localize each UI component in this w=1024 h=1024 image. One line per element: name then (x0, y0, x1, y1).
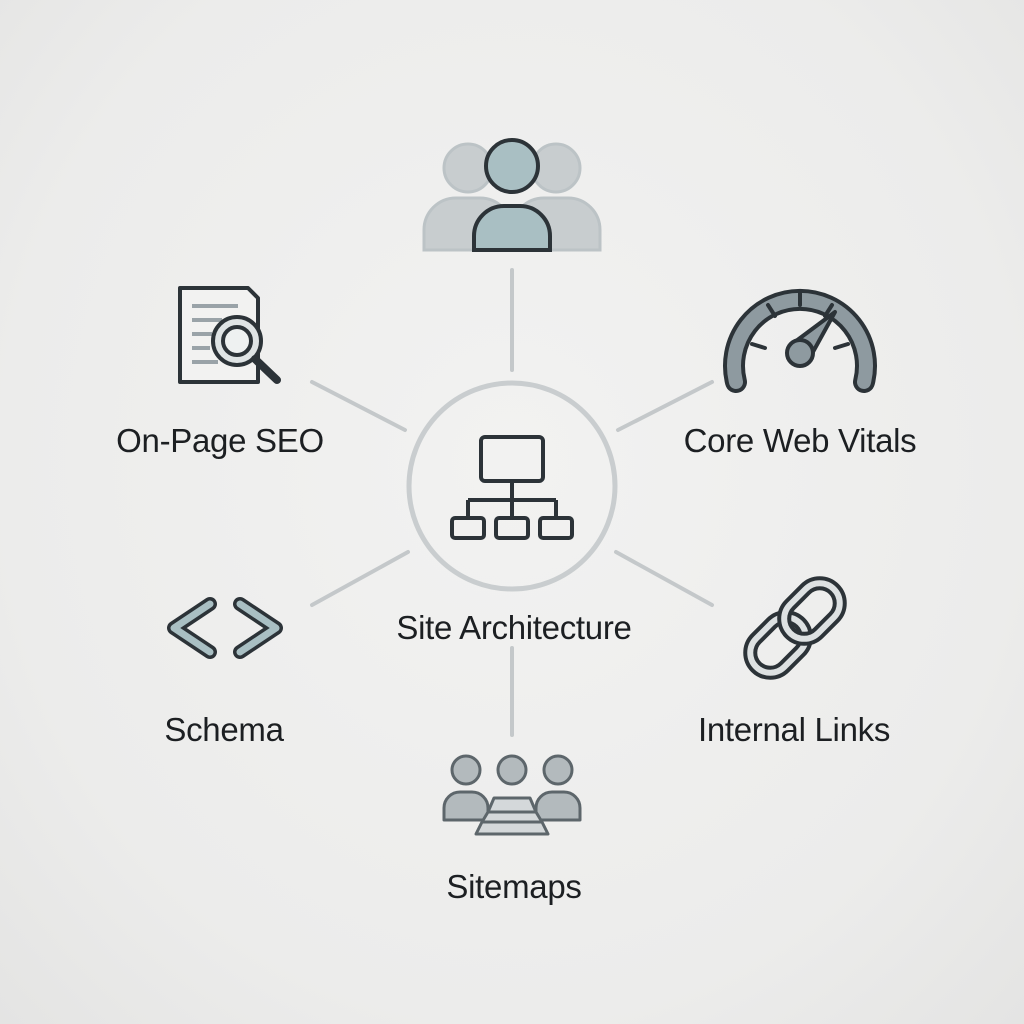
center-ring (406, 380, 618, 592)
connector-bottom-right (614, 550, 714, 607)
speedometer-icon (723, 288, 877, 393)
user-group-center-figure (472, 138, 552, 252)
code-brackets-icon (167, 597, 283, 659)
people-podium-icon (442, 754, 582, 836)
center-label-site-architecture: Site Architecture (396, 609, 632, 646)
node-label-schema: Schema (164, 711, 284, 748)
connectors (310, 268, 714, 737)
node-label-internal-links: Internal Links (697, 711, 891, 748)
connector-top-right (616, 380, 714, 432)
chain-link-icon (743, 576, 847, 680)
connector-bottom-left (310, 550, 410, 607)
node-label-on-page-seo: On-Page SEO (116, 422, 324, 459)
connector-top-left (310, 380, 407, 432)
node-label-core-web-vitals: Core Web Vitals (683, 422, 917, 459)
sitemap-hierarchy-icon (450, 435, 574, 540)
document-search-icon (178, 286, 281, 384)
node-label-sitemaps: Sitemaps (446, 868, 582, 905)
